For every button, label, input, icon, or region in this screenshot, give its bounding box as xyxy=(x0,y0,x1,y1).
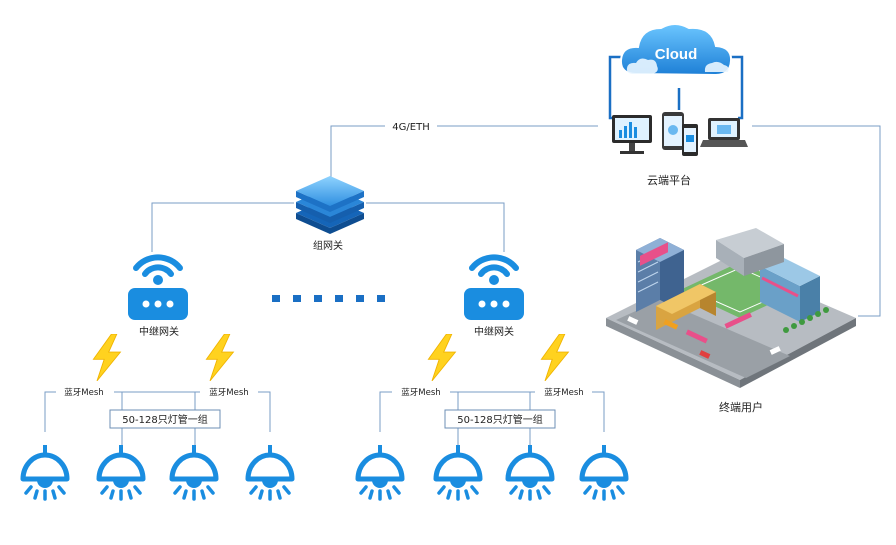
mesh-label: 蓝牙Mesh xyxy=(64,387,103,398)
lamp-icon xyxy=(508,445,552,499)
desktop-monitor-icon xyxy=(612,115,652,154)
lightning-icon xyxy=(427,334,456,381)
building-icon xyxy=(606,228,856,388)
lamp-icon xyxy=(358,445,402,499)
group-box xyxy=(444,409,556,429)
tablet-icon xyxy=(662,112,684,150)
lightning-icon xyxy=(540,334,569,381)
mesh-label: 蓝牙Mesh xyxy=(544,387,583,398)
group-gateway-label: 组网关 xyxy=(313,239,343,252)
lamp-icon xyxy=(23,445,67,499)
cloud-platform-label: 云端平台 xyxy=(647,173,691,187)
lamp-icon xyxy=(172,445,216,499)
phone-icon xyxy=(682,124,698,156)
lightning-icon xyxy=(205,334,234,381)
group-box-label: 50-128只灯管一组 xyxy=(122,413,207,426)
connector-lines xyxy=(44,55,881,450)
cloud-icon xyxy=(619,23,733,77)
relay-gateway-right-label: 中继网关 xyxy=(474,325,514,338)
lamp-icon xyxy=(248,445,292,499)
group-box xyxy=(109,409,221,429)
relay-gateway-right-icon xyxy=(464,257,524,320)
lamp-icon xyxy=(99,445,143,499)
lamp-icon xyxy=(582,445,626,499)
relay-gateway-left-icon xyxy=(128,257,188,320)
mesh-label: 蓝牙Mesh xyxy=(401,387,440,398)
ellipsis-dots xyxy=(272,295,385,302)
lightning-icon xyxy=(92,334,121,381)
laptop-icon xyxy=(700,118,748,147)
group-box-label: 50-128只灯管一组 xyxy=(457,413,542,426)
link-label: 4G/ETH xyxy=(392,122,429,133)
relay-gateway-left-label: 中继网关 xyxy=(139,325,179,338)
cloud-label: Cloud xyxy=(655,46,698,63)
mesh-label: 蓝牙Mesh xyxy=(209,387,248,398)
group-gateway-icon xyxy=(296,176,364,234)
lamp-icon xyxy=(436,445,480,499)
terminal-user-label: 终端用户 xyxy=(719,400,763,414)
